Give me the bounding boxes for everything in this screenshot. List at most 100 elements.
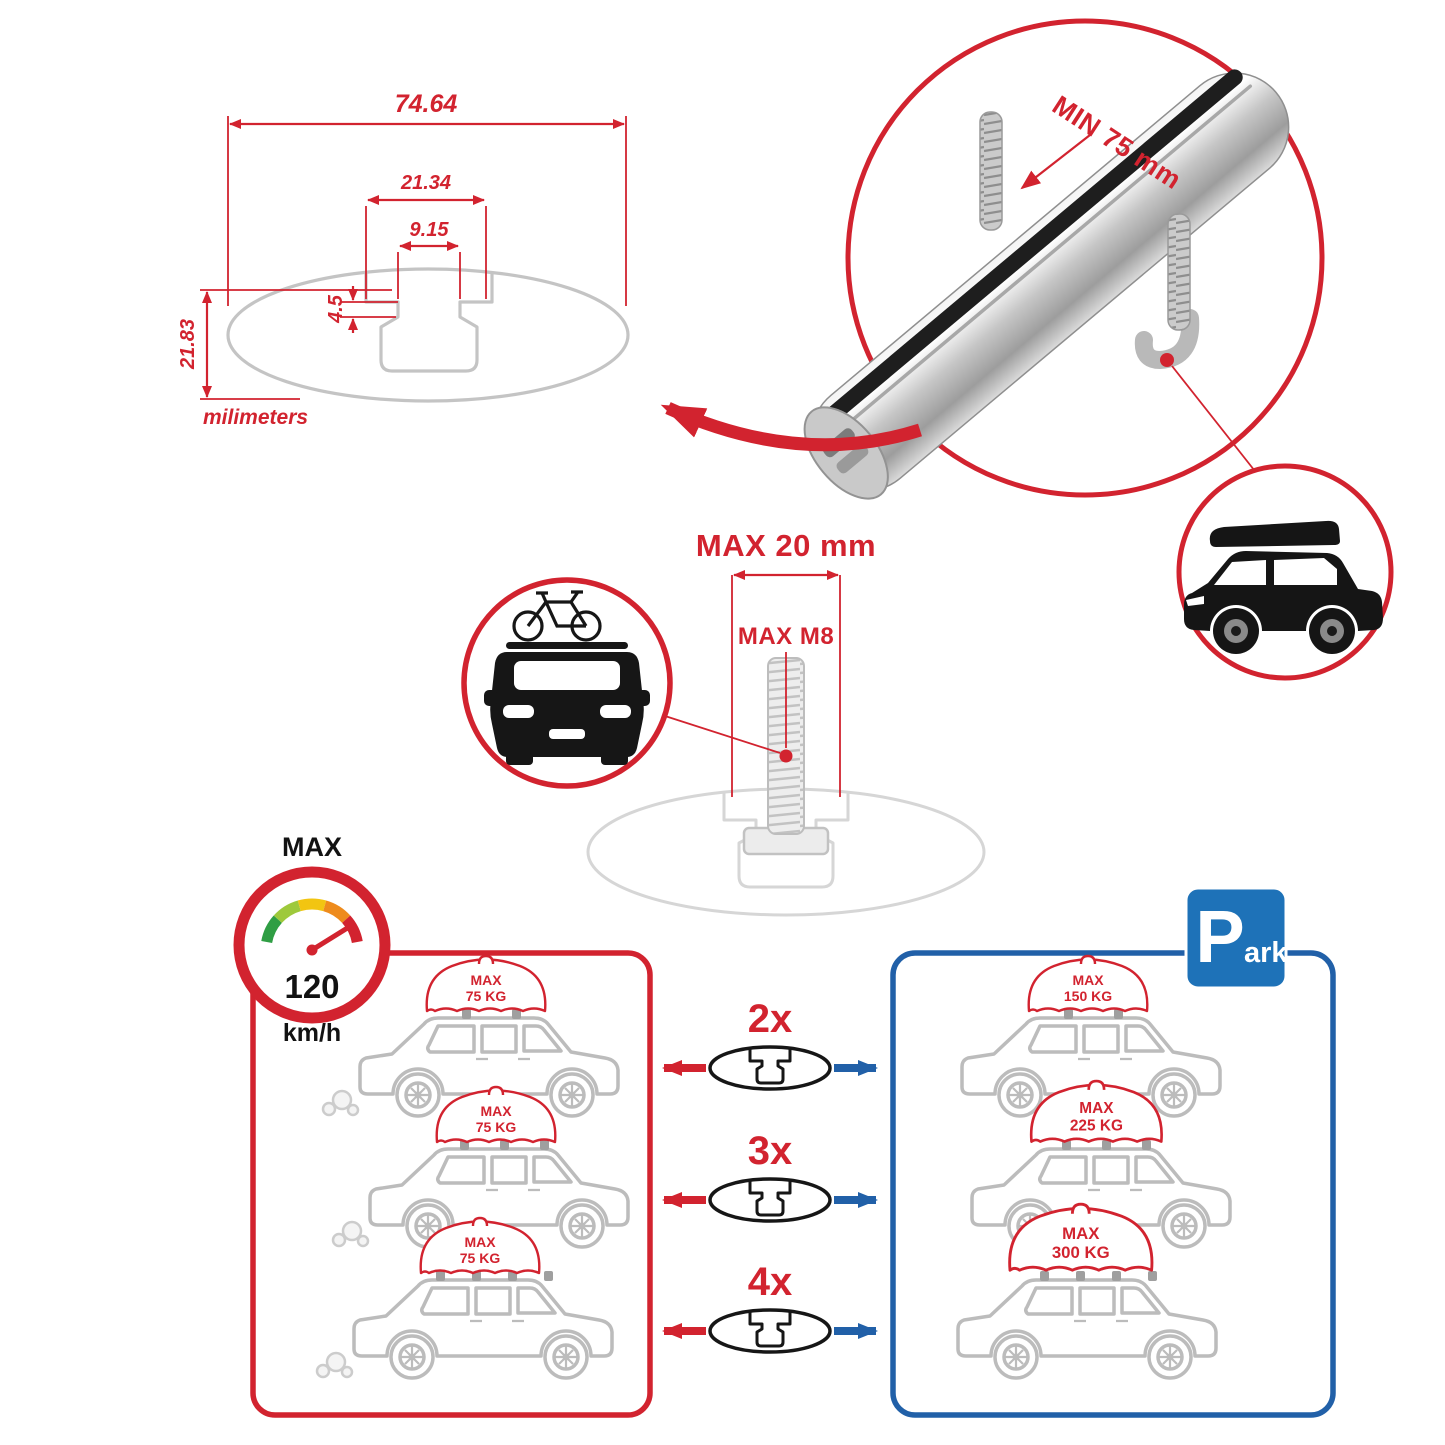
multiplier-row-1: 2x: [662, 997, 878, 1091]
bike-icon: [512, 590, 602, 642]
rack-foot: [1148, 1271, 1157, 1281]
gauge-segment-red: [341, 915, 363, 944]
bolt-diagram: MAX 20 mm MAX M8: [586, 528, 986, 917]
leader-line: [664, 715, 781, 754]
multiplier-label: 3x: [748, 1129, 793, 1173]
gauge-segment-orange: [322, 900, 351, 924]
load-comparison: MAX 75 KG MAX 75 KG MAX: [233, 832, 1336, 1418]
roof-load: MAX 75 KG: [435, 1085, 557, 1144]
profile-ellipse: [226, 267, 630, 403]
dim-slot-depth: 4.5: [325, 286, 398, 333]
pointer-arrow-to-cross-section: [660, 402, 922, 452]
side-mirror: [637, 690, 650, 706]
roof-rack-bar: [506, 642, 628, 649]
crossbar-render: [803, 69, 1290, 500]
dim-total-width: 74.64: [227, 90, 627, 306]
rack-foot: [1114, 1009, 1123, 1019]
min-clamp-arrow: [1020, 134, 1091, 190]
dim-slot-width: 9.15: [397, 219, 461, 299]
rack-foot: [1064, 1009, 1073, 1019]
roof-load: MAX 75 KG: [419, 1216, 541, 1275]
crossbar-icon: [708, 1308, 832, 1354]
speed-max-label: MAX: [282, 832, 342, 862]
park-sign-plate: [1184, 886, 1288, 990]
suv-headlight: [1186, 596, 1204, 606]
crossbar-end-cap: [803, 406, 889, 500]
parked-car-row-3: MAX 300 KG: [956, 1202, 1218, 1380]
multiplier-row-3: 4x: [662, 1260, 878, 1354]
side-mirror: [484, 690, 497, 706]
load-max-label: MAX: [1079, 1100, 1114, 1117]
park-sign-letter: P: [1195, 895, 1244, 978]
max-width-label: MAX 20 mm: [696, 528, 876, 563]
multiplier-label: 2x: [748, 997, 793, 1041]
multiplier-row-2: 3x: [662, 1129, 878, 1223]
load-max-label: MAX: [1062, 1224, 1100, 1243]
roof-box: [1209, 520, 1340, 547]
headlight: [600, 705, 631, 718]
suv-wheel-hub: [1327, 626, 1337, 636]
rack-foot: [1142, 1140, 1151, 1150]
load-max-label: MAX: [480, 1103, 512, 1119]
load-max-label: MAX: [1072, 972, 1104, 988]
rack-foot: [544, 1271, 553, 1281]
speed-unit: km/h: [283, 1019, 341, 1047]
bike-wheel: [512, 610, 544, 642]
cross-section-diagram: 74.64 21.34 9.15 4.5 21.83 mili: [177, 90, 630, 429]
rack-foot: [500, 1140, 509, 1150]
roof-load: MAX 300 KG: [1008, 1202, 1154, 1272]
roof-load: MAX 75 KG: [425, 954, 547, 1013]
dimension-value: 21.34: [400, 172, 451, 194]
callout-dot: [779, 749, 793, 763]
load-weight-label: 75 KG: [466, 988, 507, 1004]
profile-tslot-channel-light: [722, 792, 850, 889]
dimension-value: 21.83: [177, 319, 199, 370]
rack-foot: [462, 1009, 471, 1019]
windshield: [514, 661, 620, 690]
leader-line: [1171, 365, 1263, 481]
crossbar-icon: [708, 1045, 832, 1091]
rack-foot: [436, 1271, 445, 1281]
load-weight-label: 75 KG: [476, 1119, 517, 1135]
max-thread-label: MAX M8: [738, 623, 834, 650]
rack-foot: [1076, 1271, 1085, 1281]
load-weight-label: 225 KG: [1070, 1118, 1123, 1135]
roof-load: MAX 150 KG: [1027, 954, 1149, 1013]
roof-load: MAX 225 KG: [1029, 1079, 1163, 1143]
rack-foot: [512, 1009, 521, 1019]
gauge-segment-yellowgreen: [273, 900, 302, 924]
end-cap-slot: [836, 444, 869, 474]
driving-car-row-3: MAX 75 KG: [315, 1216, 614, 1380]
crossbar-groove: [825, 84, 1253, 444]
park-sign-rest: ark: [1244, 937, 1288, 969]
headlight: [503, 705, 534, 718]
load-max-label: MAX: [470, 972, 502, 988]
load-weight-label: 150 KG: [1064, 988, 1112, 1004]
crossbar-icon: [708, 1177, 832, 1223]
dim-channel-width: 21.34: [365, 172, 487, 299]
crossbar-rubber-strip: [813, 69, 1243, 433]
bike-frame: [526, 600, 588, 628]
grille: [549, 729, 585, 739]
parked-car-row-1: MAX 150 KG: [960, 954, 1222, 1118]
clamp-rod: [1167, 213, 1191, 331]
rack-foot: [1112, 1271, 1121, 1281]
clamp-rod-left: [979, 111, 1003, 231]
parked-car-row-2: MAX 225 KG: [970, 1079, 1232, 1249]
load-max-label: MAX: [464, 1234, 496, 1250]
roofbox-car-circle: [1176, 463, 1394, 681]
driving-car-row-2: MAX 75 KG: [331, 1085, 630, 1249]
speed-limit-badge: MAX 120 km/h: [233, 832, 391, 1047]
multiplier-label: 4x: [748, 1260, 793, 1304]
park-sign: P ark: [1184, 886, 1288, 990]
dimension-value: 9.15: [410, 219, 450, 241]
gauge-segment-green: [261, 915, 283, 944]
driving-car-row-1: MAX 75 KG: [321, 954, 620, 1118]
callout-dot: [1160, 353, 1174, 367]
suv-wheel-hub: [1231, 626, 1241, 636]
speed-value: 120: [284, 968, 339, 1005]
load-weight-label: 300 KG: [1052, 1243, 1110, 1262]
tire: [506, 753, 533, 765]
suv-side-window: [1274, 558, 1337, 585]
